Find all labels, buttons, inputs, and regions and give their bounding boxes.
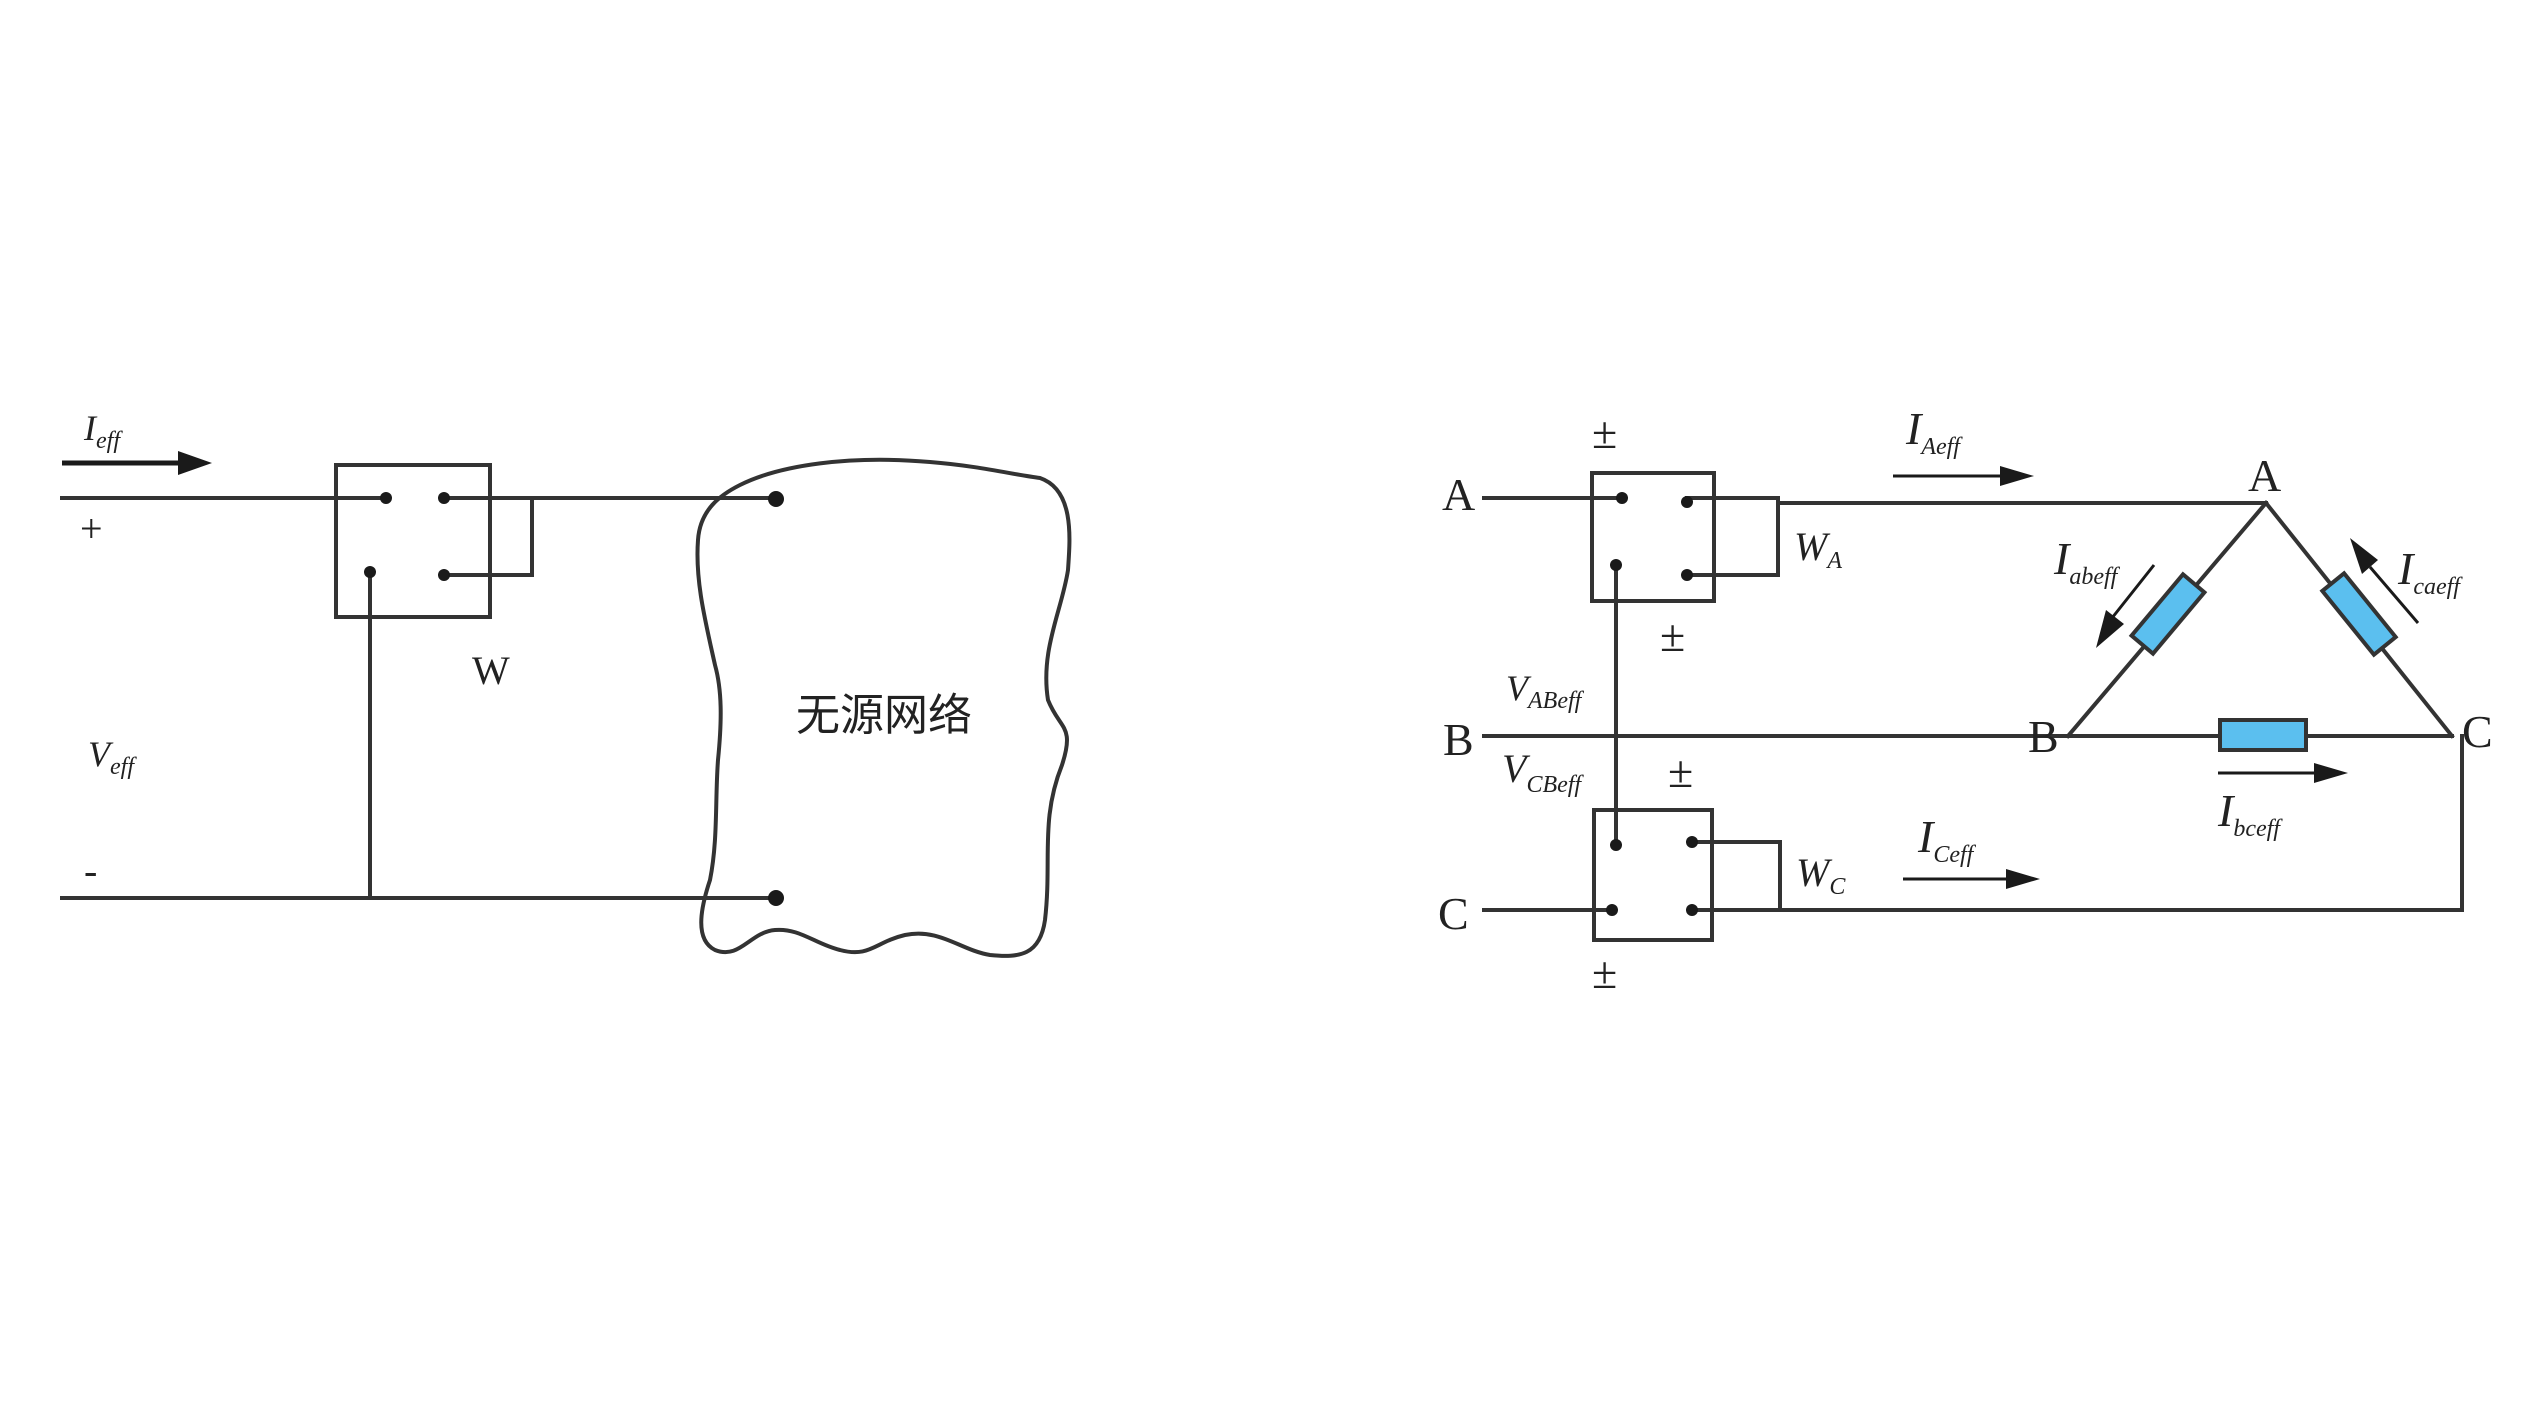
terminal-dot xyxy=(438,569,450,581)
terminal-dot xyxy=(1686,836,1698,848)
i-bc-label: I xyxy=(2217,785,2236,836)
voltage-label: V xyxy=(88,734,114,774)
meter-c-label-sub: C xyxy=(1829,874,1846,900)
i-ab-arrow-head xyxy=(2096,610,2124,648)
terminal-dot xyxy=(1610,839,1622,851)
v-cb-label: V xyxy=(1502,746,1531,791)
terminal-dot xyxy=(438,492,450,504)
svg-text:IAeff: IAeff xyxy=(1905,403,1963,460)
polarity-mark-a-bottom: ± xyxy=(1660,610,1685,661)
terminal-b-label: B xyxy=(1443,714,1474,765)
terminal-dot xyxy=(1681,496,1693,508)
terminal-dot xyxy=(380,492,392,504)
three-phase-circuit: A B C A B C ± ± ± ± WA WC IAeff ICeff VA… xyxy=(1438,403,2493,998)
wattmeter-label: W xyxy=(472,648,510,693)
single-phase-circuit: Ieff + Veff - W 无源网络 xyxy=(60,408,1072,958)
svg-text:Ieff: Ieff xyxy=(83,408,123,454)
i-ab-arrow xyxy=(2110,564,2156,619)
resistor-ab xyxy=(2128,571,2208,657)
resistor-bc xyxy=(2218,718,2308,752)
current-label-sub: eff xyxy=(96,428,123,454)
minus-sign: - xyxy=(84,848,97,893)
i-ab-label-sub: abeff xyxy=(2069,564,2120,590)
meter-a-label: W xyxy=(1794,524,1831,569)
i-a-label: I xyxy=(1905,403,1924,454)
i-a-arrow-head xyxy=(2000,466,2034,486)
node-b-label: B xyxy=(2028,711,2059,762)
i-bc-label-sub: bceff xyxy=(2233,816,2283,842)
terminal-dot xyxy=(1686,904,1698,916)
i-ca-label: I xyxy=(2397,543,2416,594)
terminal-dot xyxy=(1606,904,1618,916)
svg-text:WA: WA xyxy=(1794,524,1842,574)
polarity-mark-a-top: ± xyxy=(1592,407,1617,458)
network-terminal-dot xyxy=(768,491,784,507)
node-a-label: A xyxy=(2248,450,2281,501)
polarity-mark-c-bottom: ± xyxy=(1592,947,1617,998)
current-label: I xyxy=(83,408,98,448)
i-c-label-sub: Ceff xyxy=(1933,842,1976,868)
terminal-c-label: C xyxy=(1438,888,1469,939)
meter-a-label-sub: A xyxy=(1825,548,1842,574)
node-c-label: C xyxy=(2462,706,2493,757)
v-ab-label: V xyxy=(1506,668,1532,708)
svg-text:Iabeff: Iabeff xyxy=(2053,533,2121,590)
meter-c-label: W xyxy=(1796,850,1833,895)
terminal-dot xyxy=(1681,569,1693,581)
i-ca-arrow xyxy=(2368,566,2420,624)
svg-text:Icaeff: Icaeff xyxy=(2397,543,2463,600)
v-ab-label-sub: ABeff xyxy=(1526,688,1585,714)
voltage-label-sub: eff xyxy=(110,754,137,780)
i-ca-label-sub: caeff xyxy=(2413,574,2463,600)
wattmeter-a-box xyxy=(1590,471,1716,603)
i-a-label-sub: Aeff xyxy=(1919,434,1963,460)
top-output-wire xyxy=(442,496,534,577)
terminal-dot xyxy=(364,566,376,578)
i-ab-label: I xyxy=(2053,533,2072,584)
i-bc-arrow-head xyxy=(2314,763,2348,783)
i-c-arrow-head xyxy=(2006,869,2040,889)
svg-text:VCBeff: VCBeff xyxy=(1502,746,1584,798)
terminal-dot xyxy=(1616,492,1628,504)
passive-network-outline xyxy=(695,457,1072,958)
i-c-label: I xyxy=(1917,811,1936,862)
svg-text:Ibceff: Ibceff xyxy=(2217,785,2283,842)
plus-sign: + xyxy=(80,506,103,551)
meter-a-voltage-loop xyxy=(1685,496,1780,577)
meter-c-voltage-loop xyxy=(1690,840,1782,912)
svg-text:VABeff: VABeff xyxy=(1506,668,1585,714)
resistor-ca xyxy=(2319,570,2399,658)
network-terminal-dot xyxy=(768,890,784,906)
wattmeter-c-box xyxy=(1592,808,1714,942)
i-ca-arrow-head xyxy=(2350,538,2378,574)
svg-text:WC: WC xyxy=(1796,850,1846,900)
svg-text:Veff: Veff xyxy=(88,734,137,780)
v-cb-label-sub: CBeff xyxy=(1526,772,1584,798)
polarity-mark-c-top: ± xyxy=(1668,746,1693,797)
passive-network-label: 无源网络 xyxy=(796,690,972,741)
terminal-dot xyxy=(1610,559,1622,571)
svg-text:ICeff: ICeff xyxy=(1917,811,1977,868)
terminal-a-label: A xyxy=(1442,469,1475,520)
current-arrow-head xyxy=(178,451,212,475)
wattmeter-box xyxy=(334,463,492,619)
